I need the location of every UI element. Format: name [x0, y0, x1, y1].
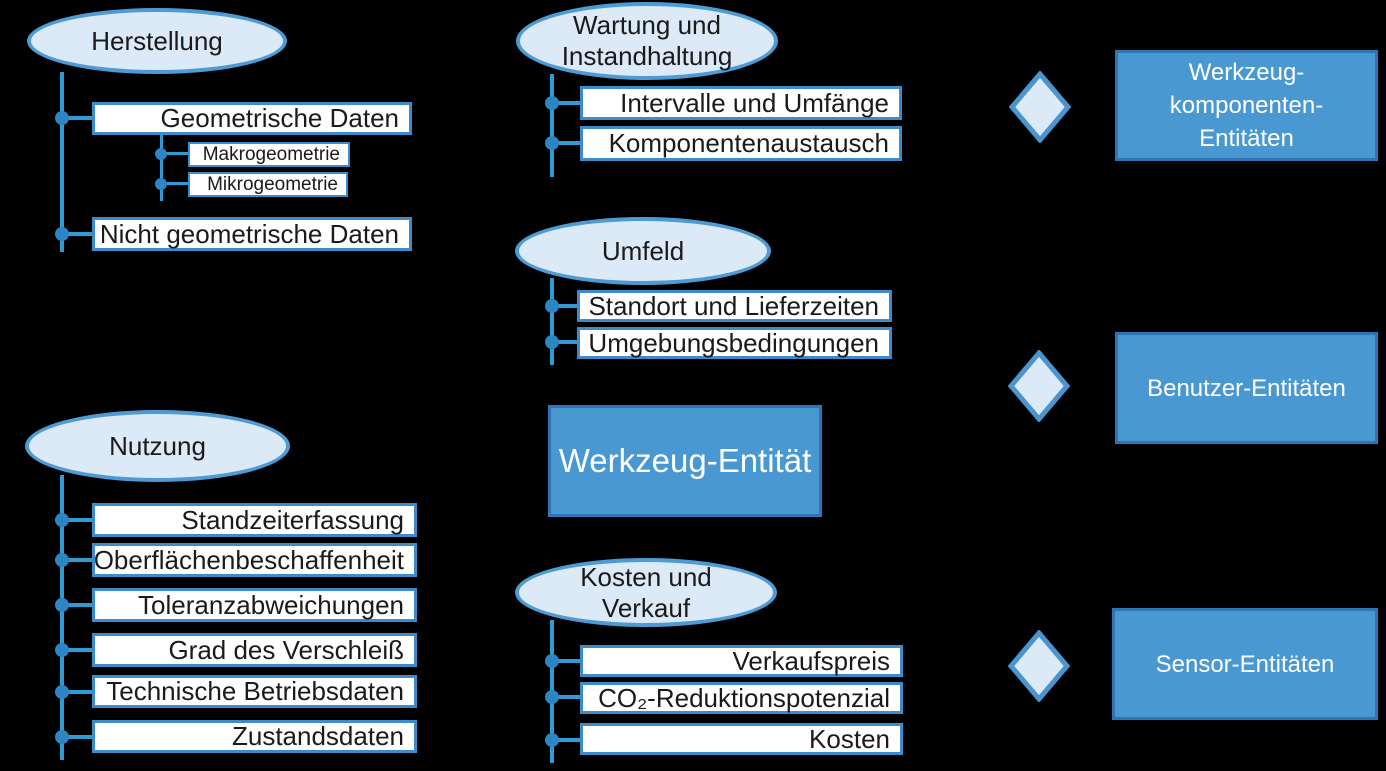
attribute-label: Grad des Verschleiß [168, 634, 404, 665]
attribute-box-kosten: Kosten [580, 723, 903, 755]
kosten-branch-line [552, 738, 580, 742]
nutzung-branch-line [62, 648, 92, 652]
geometrie-sub-branch-line [161, 152, 189, 155]
category-label: Nutzung [109, 431, 206, 461]
branch-dot [55, 598, 69, 612]
entity-box-werkzeugkomponenten: Werkzeug- komponenten- Entitäten [1115, 50, 1378, 161]
category-ellipse-nutzung: Nutzung [25, 410, 290, 482]
werkzeug-entitaet-box: Werkzeug-Entität [548, 405, 822, 517]
entity-box-sensor: Sensor-Entitäten [1112, 608, 1378, 720]
entity-label: Sensor-Entitäten [1155, 650, 1335, 678]
entity-label: Benutzer-Entitäten [1147, 374, 1346, 402]
attribute-box-makrogeometrie: Makrogeometrie [188, 142, 350, 167]
category-label: Umfeld [601, 236, 685, 266]
geometrie-sub-branch-line [161, 182, 189, 185]
nutzung-trunk-line [60, 475, 64, 760]
entity-label: Entitäten [1199, 125, 1294, 152]
category-label: Instandhaltung [561, 41, 733, 71]
kosten-branch-line [552, 659, 580, 663]
attribute-box-co2-reduktionspotenzial: CO₂-Reduktionspotenzial [580, 682, 903, 714]
attribute-label: Komponentenaustausch [608, 128, 889, 158]
category-ellipse-kosten: Kosten und Verkauf [515, 558, 777, 627]
branch-dot [55, 730, 69, 744]
wartung-branch-line [552, 101, 580, 105]
umfeld-branch-line [552, 304, 577, 308]
kosten-branch-line [552, 695, 580, 699]
entity-label: komponenten- [1169, 92, 1324, 119]
attribute-box-zustandsdaten: Zustandsdaten [92, 720, 417, 753]
entity-label: Werkzeug- [1188, 59, 1305, 86]
attribute-label: Standzeiterfassung [181, 504, 404, 535]
attribute-label: Technische Betriebsdaten [106, 676, 404, 706]
branch-dot [545, 136, 559, 150]
category-ellipse-herstellung: Herstellung [27, 8, 287, 74]
attribute-label: Nicht geometrische Daten [99, 218, 399, 249]
branch-dot [155, 178, 167, 190]
category-label: Verkauf [601, 592, 691, 623]
branch-dot [545, 335, 559, 349]
herstellung-branch-line [62, 232, 94, 236]
attribute-label: Verkaufspreis [732, 645, 890, 676]
attribute-label: Intervalle und Umfänge [620, 87, 889, 118]
attribute-box-intervalle: Intervalle und Umfänge [580, 86, 902, 120]
branch-dot [155, 148, 167, 160]
branch-dot [545, 299, 559, 313]
geometrie-sub-line [160, 135, 163, 201]
umfeld-branch-line [552, 340, 577, 344]
branch-dot [55, 227, 69, 241]
attribute-box-grad-des-verschleiss: Grad des Verschleiß [92, 633, 417, 667]
attribute-box-komponentenaustausch: Komponentenaustausch [580, 126, 902, 161]
nutzung-branch-line [62, 603, 92, 607]
relation-diamond-icon [1008, 630, 1070, 702]
category-label: Kosten und [580, 561, 712, 592]
category-label: Herstellung [91, 26, 223, 56]
relation-diamond-icon [1008, 350, 1070, 422]
attribute-box-mikrogeometrie: Mikrogeometrie [188, 172, 348, 197]
herstellung-trunk-line [60, 72, 64, 252]
attribute-label: Zustandsdaten [231, 721, 404, 751]
attribute-box-toleranzabweichungen: Toleranzabweichungen [92, 588, 417, 622]
category-ellipse-umfeld: Umfeld [515, 217, 771, 285]
attribute-label: Toleranzabweichungen [138, 589, 404, 620]
entity-box-benutzer: Benutzer-Entitäten [1115, 332, 1378, 444]
branch-dot [55, 685, 69, 699]
branch-dot [545, 733, 559, 747]
nutzung-branch-line [62, 735, 92, 739]
attribute-box-technische-betriebsdaten: Technische Betriebsdaten [92, 675, 417, 708]
nutzung-branch-line [62, 558, 92, 562]
branch-dot [545, 690, 559, 704]
category-label: Wartung und [573, 10, 721, 40]
relation-diamond-icon [1009, 71, 1071, 143]
category-ellipse-wartung: Wartung und Instandhaltung [516, 2, 778, 80]
attribute-box-umgebungsbedingungen: Umgebungsbedingungen [577, 327, 892, 359]
attribute-label: Standort und Lieferzeiten [588, 290, 879, 321]
attribute-label: Oberflächenbeschaffenheit [93, 544, 404, 575]
branch-dot [55, 111, 69, 125]
entity-label: Werkzeug-Entität [558, 442, 812, 479]
wartung-trunk-line [550, 74, 554, 177]
attribute-label: Geometrische Daten [160, 103, 399, 133]
umfeld-trunk-line [550, 278, 554, 365]
attribute-box-oberflaechenbeschaffenheit: Oberflächenbeschaffenheit [92, 543, 417, 577]
branch-dot [545, 96, 559, 110]
branch-dot [55, 553, 69, 567]
attribute-label: Makrogeometrie [202, 143, 340, 165]
herstellung-branch-line [62, 116, 94, 120]
attribute-label: Mikrogeometrie [207, 173, 338, 195]
nutzung-branch-line [62, 690, 92, 694]
attribute-label: Kosten [809, 723, 890, 754]
nutzung-branch-line [62, 518, 92, 522]
attribute-box-verkaufspreis: Verkaufspreis [580, 645, 903, 677]
branch-dot [55, 643, 69, 657]
attribute-box-standort: Standort und Lieferzeiten [577, 290, 892, 322]
attribute-label: CO₂-Reduktionspotenzial [598, 682, 890, 713]
attribute-box-standzeiterfassung: Standzeiterfassung [92, 503, 417, 537]
wartung-branch-line [552, 141, 580, 145]
attribute-label: Umgebungsbedingungen [588, 327, 879, 358]
branch-dot [545, 654, 559, 668]
attribute-box-geometrische-daten: Geometrische Daten [92, 102, 412, 135]
branch-dot [55, 513, 69, 527]
attribute-box-nicht-geometrische-daten: Nicht geometrische Daten [92, 217, 412, 251]
